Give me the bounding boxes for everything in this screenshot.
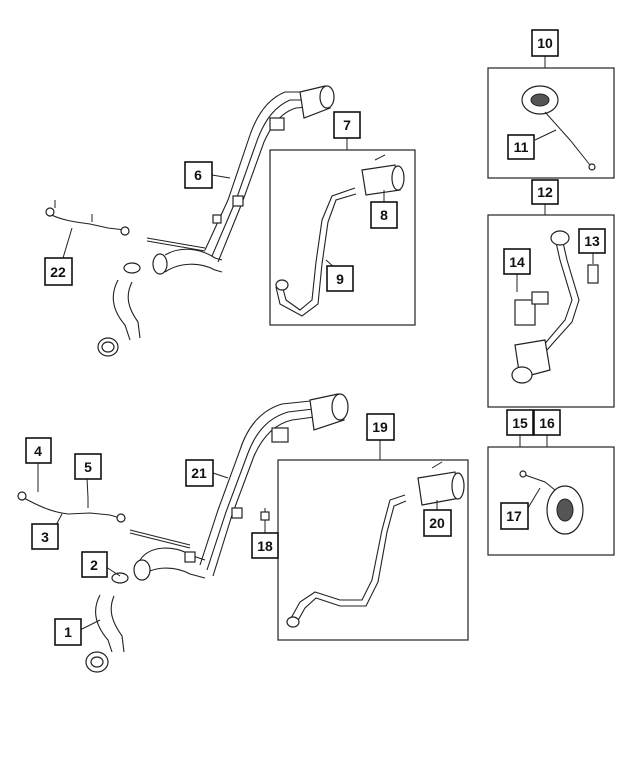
callout-19-label: 19 bbox=[372, 419, 388, 435]
callout-4: 4 bbox=[25, 437, 52, 464]
callout-16-label: 16 bbox=[539, 415, 555, 431]
callout-1-label: 1 bbox=[64, 624, 72, 640]
callout-20: 20 bbox=[423, 509, 452, 537]
callout-14: 14 bbox=[503, 248, 531, 275]
callout-10-label: 10 bbox=[537, 35, 553, 51]
callout-18-label: 18 bbox=[257, 538, 273, 554]
group-15-16-parts bbox=[519, 470, 584, 535]
hose-upper-left bbox=[97, 262, 141, 357]
callout-11-label: 11 bbox=[514, 139, 529, 155]
callout-13: 13 bbox=[578, 228, 606, 254]
callout-21-label: 21 bbox=[191, 465, 207, 481]
callout-2-label: 2 bbox=[90, 557, 98, 573]
group-10-parts bbox=[521, 85, 596, 171]
callout-6-label: 6 bbox=[194, 167, 202, 183]
frame-group-10 bbox=[487, 67, 615, 179]
leader-lines bbox=[37, 56, 594, 631]
callout-22-label: 22 bbox=[50, 264, 66, 280]
callout-15-label: 15 bbox=[512, 415, 528, 431]
hose-lower-left bbox=[85, 572, 129, 673]
callout-9: 9 bbox=[326, 265, 354, 292]
callout-14-label: 14 bbox=[509, 254, 525, 270]
callout-3: 3 bbox=[31, 523, 59, 550]
callout-12-label: 12 bbox=[537, 184, 553, 200]
group-12-parts bbox=[511, 230, 599, 384]
callout-15: 15 bbox=[506, 409, 534, 436]
callout-7: 7 bbox=[333, 111, 361, 139]
callout-16: 16 bbox=[533, 409, 561, 436]
callout-13-label: 13 bbox=[584, 233, 600, 249]
callout-9-label: 9 bbox=[336, 271, 344, 287]
group-7-parts bbox=[275, 154, 405, 317]
callout-21: 21 bbox=[185, 459, 214, 487]
callout-17-label: 17 bbox=[506, 508, 522, 524]
callout-20-label: 20 bbox=[429, 515, 445, 531]
callout-5: 5 bbox=[74, 453, 102, 480]
callout-6: 6 bbox=[184, 161, 213, 189]
filler-tube-lower bbox=[129, 393, 349, 581]
callout-17: 17 bbox=[500, 502, 529, 530]
callout-18: 18 bbox=[251, 532, 279, 559]
callout-8: 8 bbox=[370, 201, 398, 229]
callout-4-label: 4 bbox=[34, 443, 42, 459]
callout-3-label: 3 bbox=[41, 529, 49, 545]
callout-1: 1 bbox=[54, 618, 82, 646]
callout-22: 22 bbox=[44, 257, 73, 286]
callout-7-label: 7 bbox=[343, 117, 351, 133]
wire-harness-lower bbox=[17, 482, 126, 523]
callout-8-label: 8 bbox=[380, 207, 388, 223]
callout-19: 19 bbox=[366, 413, 395, 441]
wire-harness-upper bbox=[45, 200, 130, 236]
filler-tube-upper bbox=[146, 85, 335, 275]
callout-12: 12 bbox=[531, 179, 559, 205]
callout-11: 11 bbox=[507, 134, 535, 160]
group-19-parts bbox=[286, 461, 465, 628]
callout-2: 2 bbox=[81, 551, 108, 578]
callout-5-label: 5 bbox=[84, 459, 92, 475]
callout-10: 10 bbox=[531, 29, 559, 57]
